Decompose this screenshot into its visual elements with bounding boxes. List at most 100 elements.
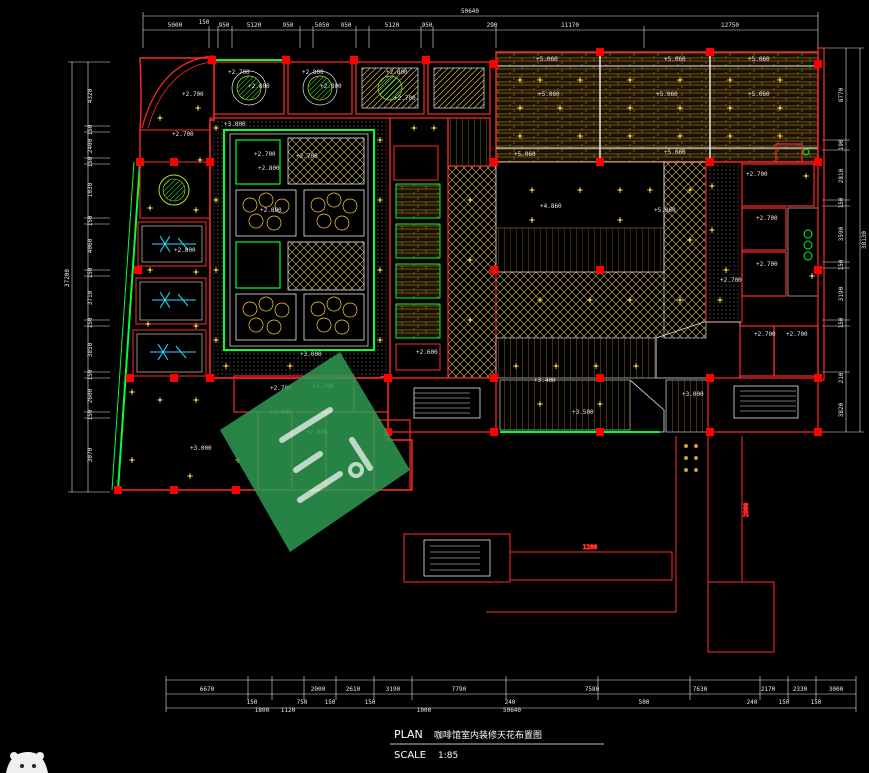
- ceiling-level-label: +2.700: [228, 69, 250, 76]
- bottom-dim: 150: [325, 699, 336, 706]
- ceiling-light-dot: [194, 398, 198, 402]
- external-corridor: 1200 2900: [403, 436, 775, 653]
- ceiling-light-dot: [538, 402, 542, 406]
- main-hall: [447, 51, 819, 379]
- bottom-dim: 2610: [346, 686, 361, 693]
- ceiling-light-dot: [378, 338, 382, 342]
- ceiling-light-dot: [728, 134, 732, 138]
- structural-columns: [114, 48, 822, 494]
- bottom-dimension-chain: [165, 676, 857, 712]
- left-dim: 150: [87, 124, 94, 135]
- ceiling-level-label: +2.700: [754, 331, 776, 338]
- bottom-dim: 2330: [793, 686, 808, 693]
- left-dim: 1030: [87, 182, 94, 197]
- ceiling-light-dot: [634, 364, 638, 368]
- top-dim: 5050: [315, 22, 330, 29]
- bottom-dim: 150: [779, 699, 790, 706]
- ceiling-light-dot: [530, 218, 534, 222]
- ceiling-light-dot: [196, 106, 200, 110]
- ceiling-light-dot: [598, 402, 602, 406]
- ceiling-level-label: +2.700: [756, 215, 778, 222]
- bottom-dim: 1000: [417, 707, 432, 714]
- left-overall-dimension: 37200: [64, 269, 71, 287]
- ceiling-level-label: +2.800: [302, 69, 324, 76]
- ceiling-level-label: +2.800: [260, 207, 282, 214]
- ceiling-light-dot: [214, 126, 218, 130]
- ceiling-light-dot: [378, 198, 382, 202]
- ceiling-level-label: +2.700: [756, 261, 778, 268]
- left-dim: 4060: [87, 238, 94, 253]
- ceiling-light-dot: [710, 228, 714, 232]
- top-dim: 290: [487, 22, 498, 29]
- top-dim: 950: [283, 22, 294, 29]
- left-dim: 150: [87, 215, 94, 226]
- ceiling-light-dot: [288, 364, 292, 368]
- ceiling-light-dot: [558, 106, 562, 110]
- ceiling-light-fixtures: [129, 77, 815, 479]
- ceiling-light-dot: [618, 218, 622, 222]
- stair-dimension: 2900: [743, 502, 750, 517]
- ceiling-level-label: +2.700: [172, 131, 194, 138]
- ceiling-light-dot: [778, 78, 782, 82]
- ceiling-light-dot: [224, 364, 228, 368]
- ceiling-light-dot: [724, 268, 728, 272]
- ceiling-level-label: +2.800: [174, 247, 196, 254]
- ceiling-light-dot: [810, 274, 814, 278]
- ceiling-light-dot: [146, 322, 150, 326]
- ceiling-light-dot: [432, 126, 436, 130]
- right-dim: 3190: [838, 286, 845, 301]
- ceiling-light-dot: [530, 188, 534, 192]
- top-dimension-labels: 5000 150 950 5120 950 5050 950 5120 950 …: [168, 19, 740, 29]
- ceiling-level-label: +5.060: [654, 207, 676, 214]
- ceiling-light-dot: [578, 134, 582, 138]
- top-dim: 150: [199, 19, 210, 26]
- ceiling-light-dot: [578, 78, 582, 82]
- ceiling-light-dot: [158, 116, 162, 120]
- ceiling-light-dot: [468, 198, 472, 202]
- ceiling-light-dot: [628, 298, 632, 302]
- ceiling-level-label: +5.060: [514, 151, 536, 158]
- ceiling-light-dot: [158, 398, 162, 402]
- left-dimension-labels: 4320 150 2400 150 1030 150 4060 150 3710…: [87, 88, 94, 462]
- bottom-dim: 150: [365, 699, 376, 706]
- top-dim: 5120: [385, 22, 400, 29]
- ceiling-light-dot: [728, 78, 732, 82]
- top-dim: 11170: [561, 22, 579, 29]
- top-dim: 950: [422, 22, 433, 29]
- ceiling-level-label: +3.000: [300, 351, 322, 358]
- bottom-dim: 150: [247, 699, 258, 706]
- ceiling-level-label: +5.060: [748, 91, 770, 98]
- ceiling-light-dot: [628, 106, 632, 110]
- ceiling-light-dot: [148, 206, 152, 210]
- ceiling-light-dot: [688, 188, 692, 192]
- right-dimension-chain: [822, 47, 864, 433]
- bottom-dim: 240: [747, 699, 758, 706]
- right-dim: 150: [838, 317, 845, 328]
- ceiling-light-dot: [214, 198, 218, 202]
- ceiling-light-dot: [538, 298, 542, 302]
- ceiling-level-label: +2.700: [394, 95, 416, 102]
- ceiling-level-label: +3.000: [682, 391, 704, 398]
- ceiling-light-dot: [518, 78, 522, 82]
- bottom-dim: 6670: [200, 686, 215, 693]
- bottom-dim: 7790: [452, 686, 467, 693]
- ceiling-light-dot: [678, 106, 682, 110]
- ceiling-light-dot: [378, 268, 382, 272]
- left-dim: 2400: [87, 138, 94, 153]
- ceiling-light-dot: [588, 298, 592, 302]
- right-overall-dimension: 38130: [861, 231, 868, 249]
- left-dim: 150: [87, 267, 94, 278]
- ceiling-level-label: +2.800: [320, 83, 342, 90]
- ceiling-light-dot: [214, 268, 218, 272]
- drawing-title: 咖啡馆室内装修天花布置图: [434, 729, 542, 741]
- ceiling-light-dot: [538, 78, 542, 82]
- ceiling-light-dot: [468, 318, 472, 322]
- ceiling-light-dot: [554, 364, 558, 368]
- top-overall-dimension: 50640: [461, 8, 479, 15]
- right-dim: 150: [838, 197, 845, 208]
- ceiling-light-dot: [468, 258, 472, 262]
- ceiling-light-dot: [378, 138, 382, 142]
- ceiling-level-label: +3.400: [534, 377, 556, 384]
- bottom-overall-dimension: 50640: [503, 707, 521, 714]
